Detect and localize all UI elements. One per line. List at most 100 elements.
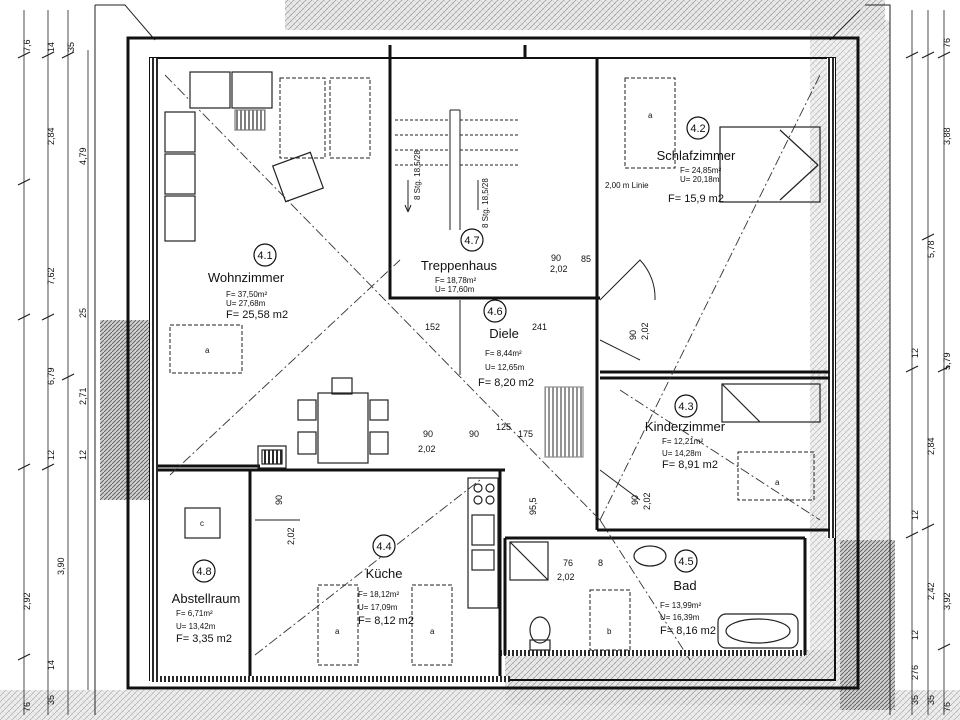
room-name: Küche <box>366 566 403 581</box>
dimension-label: 3,92 <box>942 592 952 610</box>
furniture-label: a <box>430 627 435 636</box>
room-name: Treppenhaus <box>421 258 498 273</box>
furniture-label: b <box>607 627 612 636</box>
dimension-label: 14 <box>46 660 56 670</box>
dimension-label: 76 <box>22 702 32 712</box>
room-number: 4.5 <box>678 556 693 568</box>
door-height: 2,02 <box>418 444 436 454</box>
roof-slope-lines <box>164 74 821 661</box>
room-area: F= 18,12m² <box>358 590 399 599</box>
room-perimeter: U= 12,65m <box>485 363 525 372</box>
room-name: Diele <box>489 326 519 341</box>
dimension-label: 6,79 <box>46 367 56 385</box>
room-treppenhaus: 4.7 Treppenhaus F= 18,78m² U= 17,60m 8 S… <box>413 150 498 294</box>
room-schlafzimmer: 4.2 Schlafzimmer F= 24,85m² U= 20,18m 2,… <box>605 111 736 205</box>
door-height: 2,02 <box>550 264 568 274</box>
door-width: 90 <box>630 495 640 505</box>
room-name: Schlafzimmer <box>657 148 736 163</box>
dimension-label: 7,6 <box>22 39 32 52</box>
dimension-label: 4,79 <box>78 147 88 165</box>
room-number: 4.7 <box>464 235 479 247</box>
dimension-label: 152 <box>425 322 440 332</box>
dimension-label: 12 <box>910 630 920 640</box>
room-number: 4.3 <box>678 401 693 413</box>
dimension-label: 25 <box>78 308 88 318</box>
furniture <box>164 71 821 651</box>
dimension-label: 76 <box>942 38 952 48</box>
door-swings <box>255 259 656 521</box>
dimension-label: 2,84 <box>926 437 936 455</box>
dimension-label: 2,71 <box>78 387 88 405</box>
interior-walls <box>158 45 830 676</box>
door-side: 85 <box>581 254 591 264</box>
room-net-area: F= 15,9 m2 <box>668 193 724 205</box>
dimension-label: 7,62 <box>46 267 56 285</box>
dimension-label: 12 <box>46 450 56 460</box>
dimension-label: 3,90 <box>56 557 66 575</box>
door-height: 2,02 <box>642 492 652 510</box>
dimension-label: 35 <box>66 42 76 52</box>
door-width: 90 <box>469 429 479 439</box>
furniture-label: c <box>200 519 204 528</box>
dimension-label: 95,5 <box>528 497 538 515</box>
door-width: 90 <box>551 253 561 263</box>
dimension-label: 14 <box>46 42 56 52</box>
furniture-label: a <box>205 346 210 355</box>
dimension-label: 12 <box>910 348 920 358</box>
room-area: F= 37,50m² <box>226 290 267 299</box>
dimension-label: 5,78 <box>926 240 936 258</box>
door-height: 2,02 <box>286 527 296 545</box>
dimension-label: 2,42 <box>926 582 936 600</box>
room-area: F= 8,44m² <box>485 349 522 358</box>
room-number: 4.4 <box>376 541 391 553</box>
furniture-label: a <box>648 111 653 120</box>
room-name: Abstellraum <box>172 591 241 606</box>
room-number: 4.8 <box>196 566 211 578</box>
dimension-label: 5,79 <box>942 352 952 370</box>
room-perimeter: U= 17,09m <box>358 603 398 612</box>
room-area: F= 18,78m² <box>435 276 476 285</box>
room-area: F= 24,85m² <box>680 166 721 175</box>
room-note: 2,00 m Linie <box>605 181 649 190</box>
room-area: F= 12,21m² <box>662 437 703 446</box>
door-width: 125 <box>496 422 511 432</box>
room-net-area: F= 8,91 m2 <box>662 459 718 471</box>
stair-label: 8 Stg. 18,5/28 <box>413 150 422 200</box>
furniture-label: a <box>775 478 780 487</box>
dimension-label: 35 <box>46 695 56 705</box>
room-diele: 4.6 Diele F= 8,44m² U= 12,65m F= 8,20 m2 <box>478 306 534 389</box>
dimension-label: 2,92 <box>22 592 32 610</box>
room-wohnzimmer: 4.1 Wohnzimmer F= 37,50m² U= 27,68m F= 2… <box>205 250 288 355</box>
dimension-lines <box>17 10 951 715</box>
room-name: Bad <box>673 578 696 593</box>
room-kinderzimmer: 4.3 Kinderzimmer F= 12,21m² U= 14,28m F=… <box>645 401 780 487</box>
room-perimeter: U= 17,60m <box>435 285 475 294</box>
dimension-label: 12 <box>910 510 920 520</box>
room-number: 4.6 <box>487 306 502 318</box>
room-name: Wohnzimmer <box>208 270 285 285</box>
room-perimeter: U= 27,68m <box>226 299 266 308</box>
room-name: Kinderzimmer <box>645 419 726 434</box>
room-area: F= 13,99m² <box>660 601 701 610</box>
room-number: 4.1 <box>257 250 272 262</box>
outer-walls <box>126 36 860 690</box>
roof-outline <box>94 4 891 715</box>
room-abstellraum: 4.8 Abstellraum F= 6,71m² U= 13,42m F= 3… <box>172 519 241 645</box>
room-net-area: F= 3,35 m2 <box>176 633 232 645</box>
dimension-texts: 7,6 14 35 2,84 7,62 6,79 2,92 14 35 76 4… <box>22 38 952 712</box>
door-height: 2,02 <box>557 572 575 582</box>
room-number: 4.2 <box>690 123 705 135</box>
room-perimeter: U= 20,18m <box>680 175 720 184</box>
door-height: 2,02 <box>640 322 650 340</box>
door-width: 90 <box>423 429 433 439</box>
room-net-area: F= 8,12 m2 <box>358 615 414 627</box>
room-net-area: F= 8,20 m2 <box>478 377 534 389</box>
door-width: 90 <box>628 330 638 340</box>
room-perimeter: U= 13,42m <box>176 622 216 631</box>
dimension-label: 3,88 <box>942 127 952 145</box>
door-width: 175 <box>518 429 533 439</box>
room-net-area: F= 8,16 m2 <box>660 625 716 637</box>
room-number-circles <box>192 116 710 583</box>
